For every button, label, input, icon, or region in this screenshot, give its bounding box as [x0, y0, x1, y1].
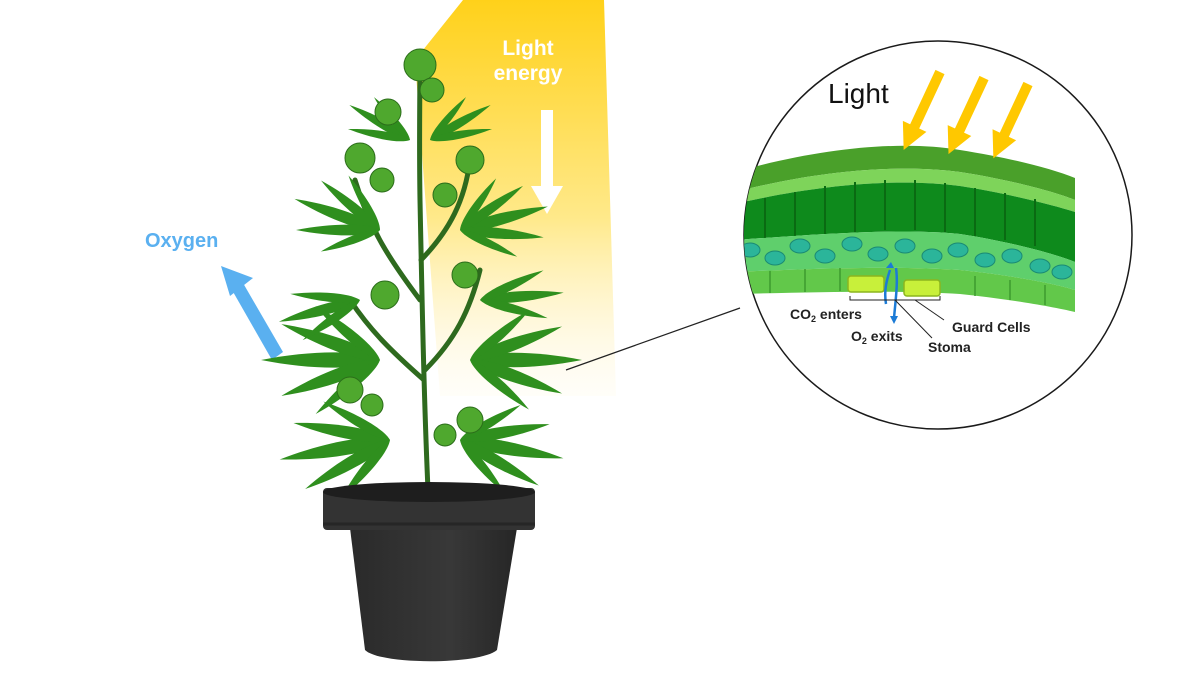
o2-suffix: exits — [866, 328, 903, 344]
stoma-label: Stoma — [928, 339, 971, 355]
co2-prefix: CO — [790, 306, 811, 322]
oxygen-label: Oxygen — [145, 230, 219, 252]
guard-cell-right — [903, 279, 941, 297]
guard-cells-label: Guard Cells — [952, 319, 1031, 335]
plant-stems — [347, 57, 483, 493]
o2-subscript: 2 — [861, 336, 867, 346]
oxygen-arrow — [221, 266, 283, 360]
light-energy-arrow — [531, 110, 563, 214]
guard-cell-left — [847, 275, 885, 293]
light-label: Light — [828, 78, 889, 109]
gas-exchange-arrows — [883, 262, 899, 324]
light-beam — [415, 0, 616, 396]
zoom-connector-line — [565, 307, 741, 371]
co2-enters-label: CO2 enters — [790, 306, 862, 324]
light-energy-line1: Light — [502, 37, 554, 60]
o2-prefix: O — [851, 328, 862, 344]
light-energy-label: Light energy — [478, 36, 578, 86]
label-leaders — [849, 296, 945, 339]
co2-subscript: 2 — [811, 314, 817, 324]
light-energy-line2: energy — [493, 62, 563, 85]
plant-buds — [336, 48, 485, 447]
light-arrows — [902, 69, 1033, 159]
co2-suffix: enters — [816, 306, 862, 322]
leaf-cross-section — [744, 145, 1075, 312]
o2-exits-label: O2 exits — [851, 328, 903, 346]
plant-pot — [323, 482, 535, 662]
